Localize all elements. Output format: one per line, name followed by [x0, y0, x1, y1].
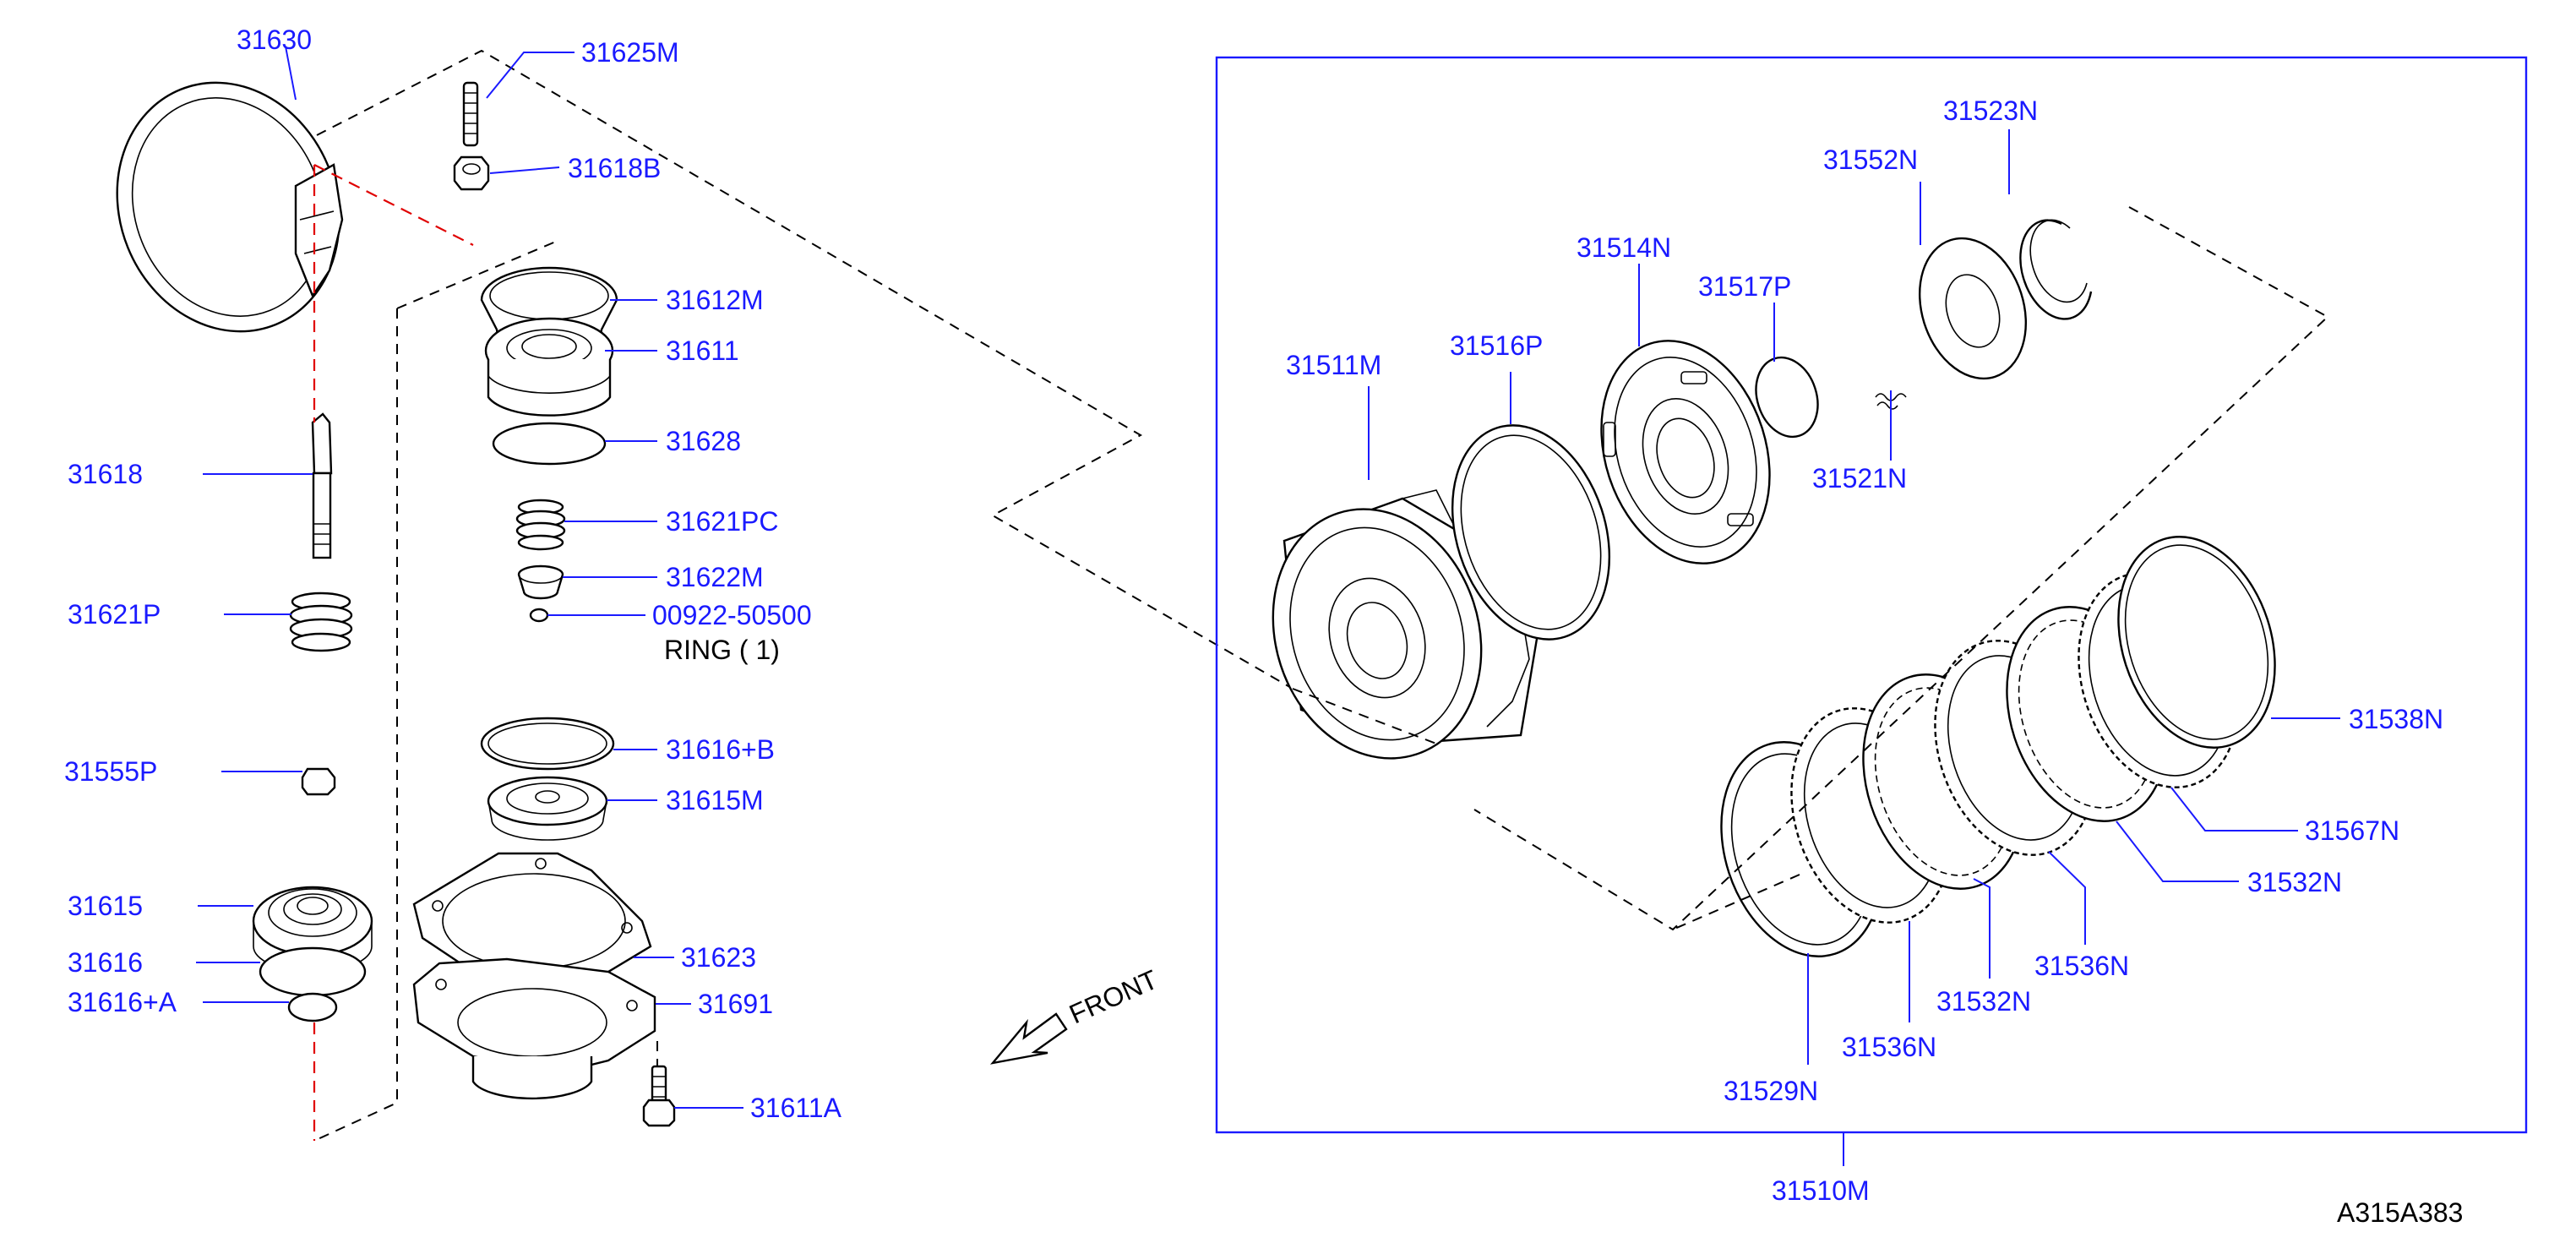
- callout-31628: 31628: [666, 426, 741, 456]
- callout-00922-50500: 00922-50500: [652, 600, 812, 630]
- return-spring-part[interactable]: [289, 592, 353, 652]
- callout-31538n: 31538N: [2349, 704, 2443, 734]
- callout-31618: 31618: [68, 459, 143, 489]
- callout-31630: 31630: [237, 25, 312, 55]
- callout-31529n: 31529N: [1724, 1076, 1818, 1106]
- snap-ring-31523n-part[interactable]: [2019, 219, 2093, 320]
- phantom-outline-left: [313, 49, 1293, 1142]
- callout-31611a: 31611A: [750, 1093, 842, 1123]
- diagram-reference-code: A315A383: [2337, 1197, 2463, 1228]
- snap-ring-31516p-part[interactable]: [1426, 405, 1636, 660]
- callout-31532n-b: 31532N: [1936, 986, 2031, 1017]
- callout-31514n: 31514N: [1577, 232, 1671, 263]
- callout-31555p: 31555P: [64, 756, 157, 787]
- callout-31625m: 31625M: [581, 37, 679, 68]
- callout-31536n-b: 31536N: [1842, 1032, 1936, 1062]
- alignment-line-red: [313, 164, 474, 1141]
- callout-31511m: 31511M: [1286, 350, 1381, 380]
- callout-31616b: 31616+B: [666, 734, 775, 765]
- callout-31616: 31616: [68, 947, 143, 978]
- lock-nut-part[interactable]: [453, 155, 490, 191]
- spring-retainer-part[interactable]: [517, 564, 564, 600]
- callout-31612m: 31612M: [666, 285, 764, 315]
- snap-ring-part[interactable]: [529, 608, 549, 623]
- servo-cover-part[interactable]: [412, 957, 656, 1100]
- callout-31615m: 31615M: [666, 785, 764, 815]
- callout-31523n: 31523N: [1943, 95, 2038, 126]
- callout-31552n: 31552N: [1823, 144, 1918, 175]
- leader-lines: [196, 46, 2340, 1166]
- large-o-ring-part[interactable]: [480, 717, 615, 771]
- small-o-ring-part[interactable]: [287, 992, 338, 1022]
- callout-31618b: 31618B: [568, 153, 661, 183]
- callout-31532n-a: 31532N: [2247, 867, 2342, 897]
- cover-bolt-part[interactable]: [642, 1065, 676, 1127]
- anchor-stud-part[interactable]: [462, 81, 479, 147]
- callout-31517p: 31517P: [1698, 271, 1791, 302]
- callout-31536n-a: 31536N: [2034, 951, 2129, 981]
- clutch-piston-part[interactable]: [1574, 319, 1797, 585]
- callout-31521n: 31521N: [1812, 463, 1907, 493]
- piston-part[interactable]: [484, 317, 614, 417]
- servo-piston-m-part[interactable]: [487, 776, 608, 841]
- callout-31621pc: 31621PC: [666, 506, 778, 537]
- servo-piston-stem-part[interactable]: [311, 412, 333, 559]
- callout-31615: 31615: [68, 891, 143, 921]
- seal-part[interactable]: [492, 422, 607, 466]
- o-ring-part[interactable]: [259, 946, 367, 997]
- snap-ring-31538n-part[interactable]: [2093, 516, 2301, 768]
- callout-ring-qty: RING ( 1): [664, 635, 780, 665]
- spring-retainer-31552n-part[interactable]: [1903, 225, 2044, 393]
- assembly-boundary-box: [1215, 56, 2528, 1134]
- callout-31516p: 31516P: [1450, 330, 1543, 361]
- inner-spring-part[interactable]: [515, 499, 566, 551]
- callout-31567n: 31567N: [2305, 815, 2399, 846]
- brake-band-part[interactable]: [80, 49, 376, 365]
- callout-31622m: 31622M: [666, 562, 764, 592]
- callout-31623: 31623: [681, 942, 756, 973]
- callout-31616a: 31616+A: [68, 987, 177, 1017]
- front-label: FRONT: [1065, 964, 1162, 1030]
- callout-31691: 31691: [698, 989, 773, 1019]
- callout-31510m: 31510M: [1772, 1175, 1870, 1206]
- front-arrow-icon: [989, 1012, 1068, 1065]
- phantom-outline-right: [1292, 206, 2329, 931]
- small-nut-part[interactable]: [301, 767, 336, 796]
- callout-31611: 31611: [666, 335, 739, 366]
- callout-31621p: 31621P: [68, 599, 161, 630]
